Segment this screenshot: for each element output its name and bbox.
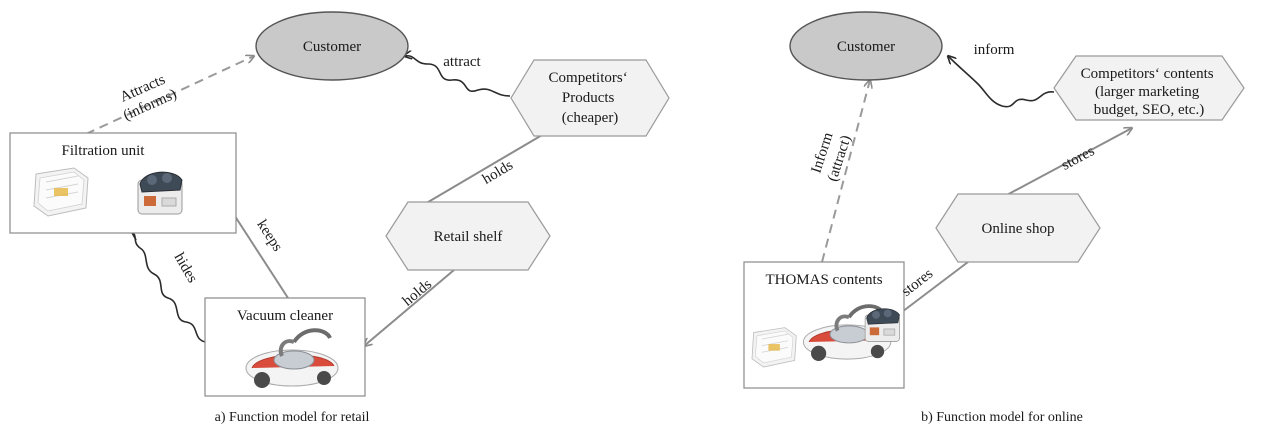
edge-label-attracts: Attracts(informs) <box>114 70 180 124</box>
competitors-products-label: Competitors‘ Products (cheaper) <box>549 70 632 126</box>
competitors-products-node <box>510 59 670 137</box>
vacuum-cleaner-label: Vacuum cleaner <box>237 308 333 324</box>
customer-label: Customer <box>303 39 361 55</box>
edge-hides-wavy <box>132 232 207 343</box>
edge-label-hides: hides <box>171 250 201 286</box>
edge-label-inform-wavy: inform <box>974 42 1015 58</box>
edge-label-holds-bottom: holds <box>400 276 435 309</box>
panel-a-retail: Customer Competitors‘ Products (cheaper)… <box>9 11 670 425</box>
filter-motor-unit-icon <box>137 171 183 215</box>
caption-a: a) Function model for retail <box>215 410 370 425</box>
filter-cassette-icon <box>33 167 89 217</box>
edge-inform-dashed <box>821 80 870 263</box>
caption-b: b) Function model for online <box>921 410 1083 425</box>
customer-node <box>789 11 943 81</box>
edge-stores-top <box>989 128 1132 205</box>
edge-label-stores-top: stores <box>1059 143 1098 174</box>
edge-holds-top <box>417 128 554 209</box>
edge-label-keeps: keeps <box>253 217 285 254</box>
edge-inform-wavy <box>948 56 1055 108</box>
edge-attracts-dashed <box>85 56 254 135</box>
competitors-contents-label: Competitors‘ contents (larger marketing … <box>1081 66 1218 118</box>
edge-label-attract: attract <box>443 54 481 70</box>
retail-shelf-node <box>385 201 551 271</box>
edge-stores-bottom <box>894 261 969 318</box>
filter-motor-unit-icon <box>864 308 900 342</box>
edge-label-inform-dashed: Inform(attract) <box>808 128 855 184</box>
customer-label: Customer <box>837 39 895 55</box>
competitors-contents-node <box>1053 55 1245 121</box>
edge-holds-bottom <box>364 269 455 346</box>
svg-text:Attracts(informs): Attracts(informs) <box>114 70 180 124</box>
edge-attract-wavy <box>404 56 511 97</box>
panel-b-online: Customer Competitors‘ contents (larger m… <box>743 11 1245 425</box>
online-shop-node <box>935 193 1101 263</box>
online-shop-label: Online shop <box>982 221 1055 237</box>
retail-shelf-label: Retail shelf <box>434 229 503 245</box>
svg-text:Inform(attract): Inform(attract) <box>808 128 855 184</box>
filtration-unit-label: Filtration unit <box>62 143 146 159</box>
customer-node <box>255 11 409 81</box>
thomas-contents-label: THOMAS contents <box>765 272 882 288</box>
filter-cassette-icon <box>751 327 797 368</box>
